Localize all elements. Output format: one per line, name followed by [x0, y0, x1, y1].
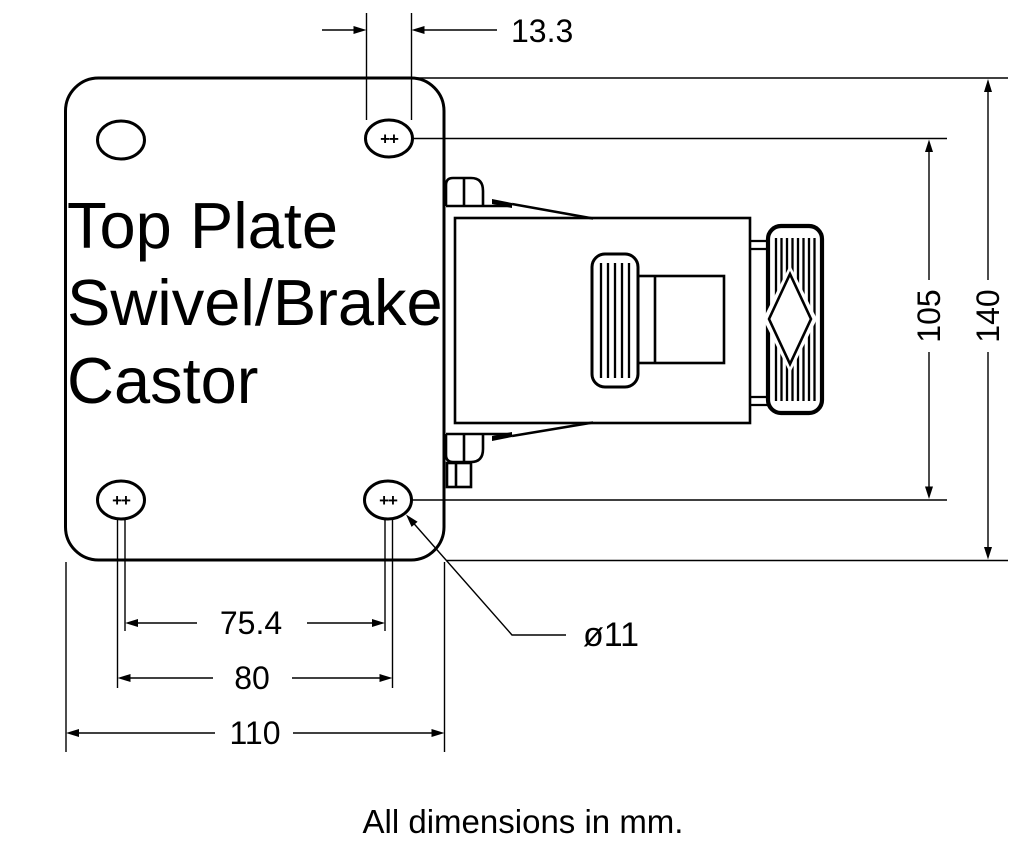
arrowhead-left	[125, 619, 138, 627]
hole-center-marker: ++	[112, 491, 131, 510]
top-bolt	[444, 176, 485, 206]
arrowhead-up	[925, 139, 933, 152]
plate-hole-bottom-left	[96, 479, 146, 521]
plate-hole-top-right	[364, 118, 414, 159]
drawing-note: All dimensions in mm.	[363, 803, 684, 840]
hole-center-marker: ++	[379, 491, 398, 510]
top-plate-view: ++ ++ ++ Top Plate Swivel/Brake Castor	[64, 76, 446, 562]
dim-value-plate-width: 110	[229, 715, 280, 751]
slot-extension-lines	[116, 519, 394, 688]
dimension-plate-width: 110	[65, 562, 446, 752]
arrowhead-down	[984, 547, 992, 560]
dim-value-hole-spacing-inner: 75.4	[220, 605, 282, 641]
plate-hole-bottom-right	[363, 479, 413, 521]
hole-center-marker: ++	[380, 130, 399, 149]
arrowhead-right	[431, 729, 445, 737]
hole-diameter-callout: ø11	[406, 514, 639, 654]
bottom-flange-slant	[511, 421, 594, 438]
dimension-hole-spacing-inner: 75.4	[125, 605, 385, 641]
extension-lines	[412, 137, 947, 501]
extension-lines	[65, 562, 446, 752]
extension-lines	[412, 77, 1008, 562]
bottom-flange-tick	[492, 432, 512, 441]
castor-side-view	[444, 176, 825, 489]
arrowhead-left	[117, 674, 131, 682]
plate-title-line-1: Top Plate	[67, 189, 338, 262]
arrowhead-right	[353, 26, 367, 34]
top-plate-outline	[64, 76, 446, 562]
plate-title-line-3: Castor	[67, 344, 258, 417]
arrowhead-up	[984, 79, 992, 92]
wheel-tread-diamond	[767, 270, 813, 368]
dimension-hole-spacing-vertical: 105	[412, 137, 947, 501]
arrowhead-left	[66, 729, 79, 737]
dim-value-hole-spacing-outer: 80	[234, 660, 270, 696]
top-flange-slant	[511, 202, 594, 220]
brake-pedal-ribs	[599, 263, 631, 378]
dim-value-slot-length: 13.3	[511, 13, 573, 49]
dimension-plate-height: 140	[412, 77, 1008, 562]
plate-hole-top-left	[96, 119, 146, 161]
bottom-nut	[445, 461, 473, 489]
brake-block	[636, 274, 726, 365]
arrowhead-left	[411, 26, 425, 34]
arrowhead-right	[379, 674, 393, 682]
dim-value-plate-height: 140	[970, 289, 1006, 342]
dim-value-hole-spacing-vertical: 105	[911, 289, 947, 342]
dimension-hole-spacing-outer: 80	[117, 660, 393, 696]
slot-edge-lines	[116, 519, 394, 688]
swivel-housing	[453, 216, 752, 425]
dim-value-hole-diameter: ø11	[583, 616, 639, 654]
top-flange-tick	[492, 199, 512, 208]
dimension-slot-length: 13.3	[322, 13, 573, 120]
arrowhead-right	[372, 619, 385, 627]
extension-lines	[365, 13, 413, 120]
arrowhead-down	[925, 486, 933, 499]
plate-title-line-2: Swivel/Brake	[67, 266, 443, 339]
leader-line	[408, 517, 566, 636]
axle-connectors	[750, 239, 768, 407]
